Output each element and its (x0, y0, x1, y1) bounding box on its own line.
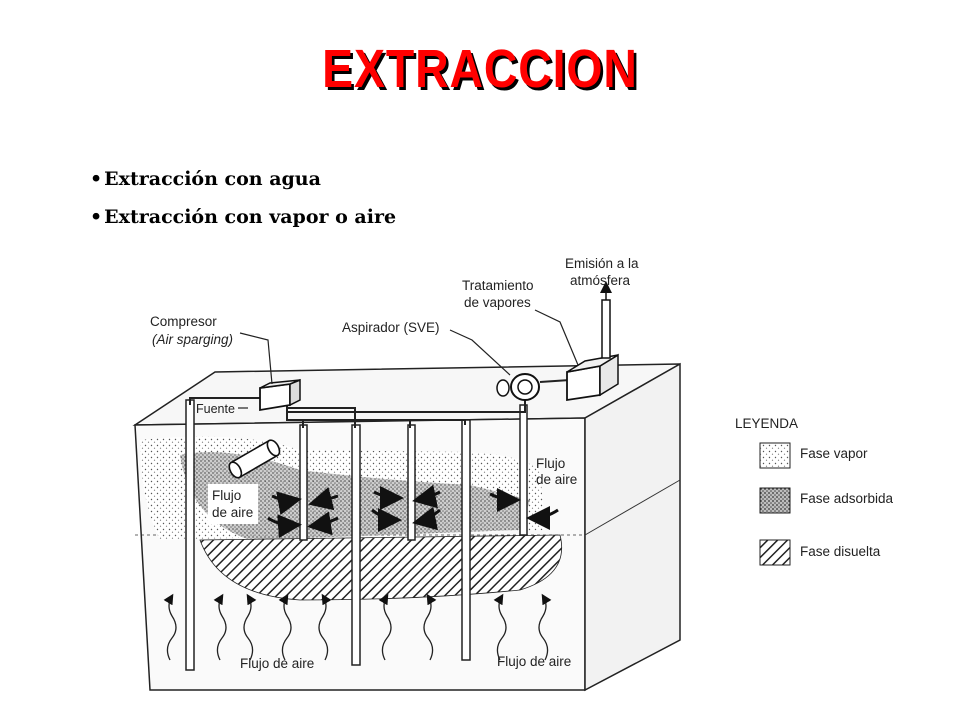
page-title: EXTRACCION (322, 39, 638, 99)
label-flujo-bottom-2: Flujo de aire (497, 654, 571, 669)
label-flujo-right: Flujo (536, 456, 565, 471)
leader-lines (238, 309, 579, 409)
contamination-source (228, 439, 281, 479)
legend-label-vapor: Fase vapor (800, 446, 868, 461)
legend-swatch-adsorbida (759, 487, 791, 514)
air-flow-arrows (267, 484, 559, 539)
legend-label-disuelta: Fase disuelta (800, 544, 881, 559)
legend-title: LEYENDA (735, 416, 798, 431)
dissolved-phase-zone (199, 534, 562, 601)
label-emision: Emisión a la (565, 256, 639, 271)
compressor-unit (259, 378, 301, 412)
legend: LEYENDA Fase vapor Fase adsorbida Fase d… (735, 416, 894, 566)
emission-stack (601, 299, 611, 359)
bullet-item: Extracción con vapor o aire (90, 206, 396, 228)
bullet-item: Extracción con agua (90, 168, 396, 190)
label-flujo-left: Flujo (212, 488, 241, 503)
label-fuente: Fuente (196, 402, 235, 416)
bullet-list: Extracción con agua Extracción con vapor… (90, 168, 396, 244)
label-backdrop (208, 484, 258, 524)
legend-label-adsorbida: Fase adsorbida (800, 491, 894, 506)
upward-air-arrows (163, 593, 552, 661)
label-de-aire-right: de aire (536, 472, 577, 487)
label-tratamiento: Tratamiento (462, 278, 534, 293)
label-aspirador: Aspirador (SVE) (342, 320, 440, 335)
label-compresor: Compresor (150, 314, 217, 329)
vacuum-blower (496, 373, 540, 401)
vapor-treatment-unit (566, 353, 619, 402)
legend-swatch-vapor (759, 442, 791, 469)
label-flujo-bottom-1: Flujo de aire (240, 656, 314, 671)
water-table-side (584, 479, 681, 536)
label-de-vapores: de vapores (464, 295, 531, 310)
label-atmosfera: atmósfera (570, 273, 631, 288)
label-de-aire-left: de aire (212, 505, 253, 520)
label-air-sparging: (Air sparging) (152, 332, 233, 347)
wells (185, 399, 528, 671)
soil-side-face (584, 362, 681, 692)
legend-swatch-disuelta (759, 539, 791, 566)
